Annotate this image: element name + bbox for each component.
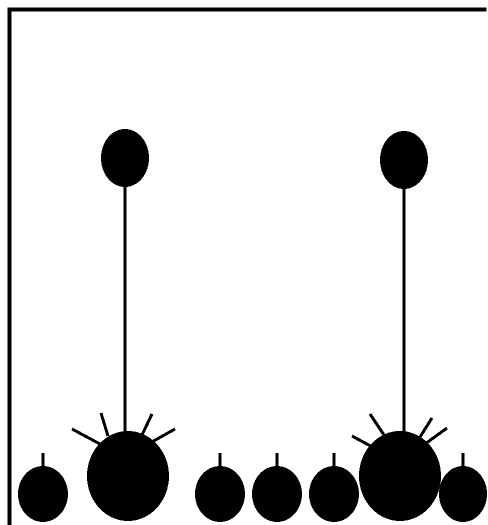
small-drop-3-body [252,466,302,522]
small-drop-2-body [195,466,245,522]
frame-top-edge [8,8,486,11]
pendulum-left-bob [101,129,149,187]
small-drop-5-body [439,466,487,522]
pendulum-right-bob [380,131,428,189]
small-drop-4-body [309,466,359,522]
small-drop-1-body [18,466,68,522]
frame-left-edge [8,8,11,525]
big-splash-right-body [359,431,441,521]
